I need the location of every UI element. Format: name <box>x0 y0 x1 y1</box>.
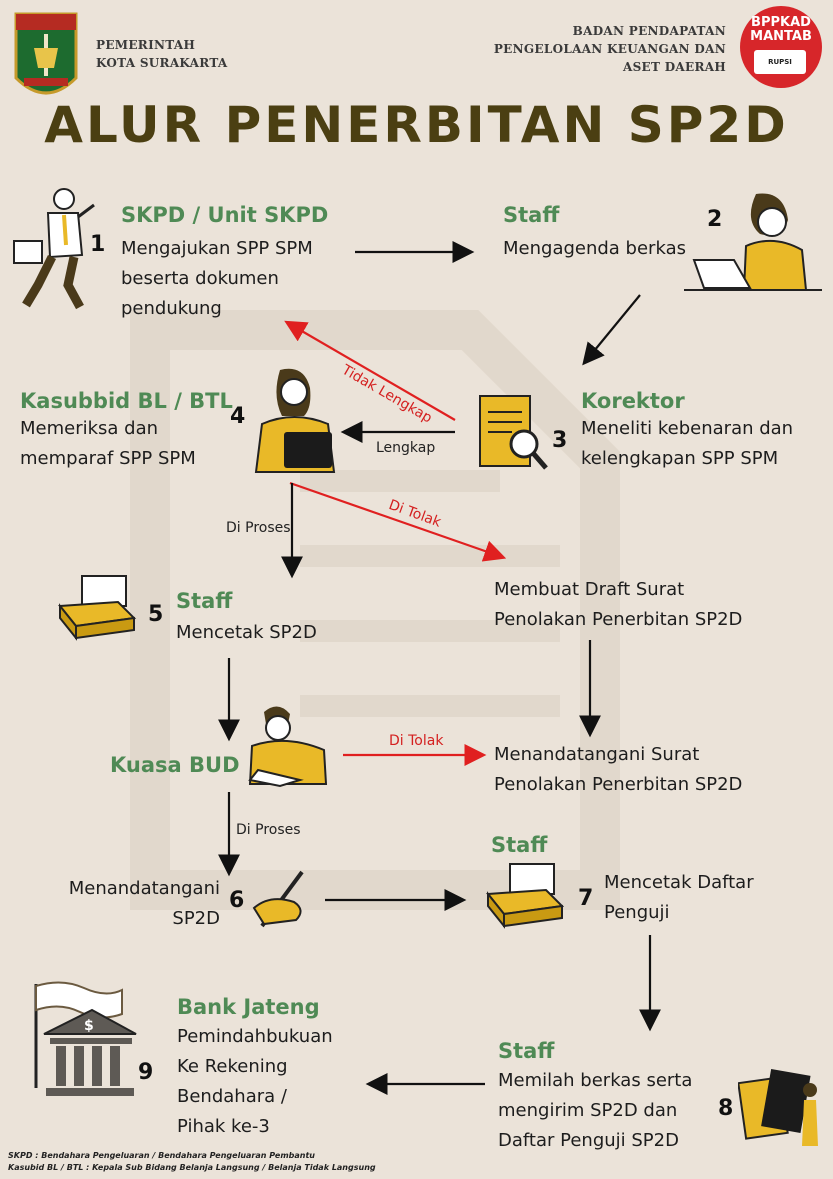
step-9-number: 9 <box>138 1060 154 1085</box>
sign-rejection-line1: Menandatangani Surat <box>494 744 700 765</box>
writing-man-icon <box>248 706 328 788</box>
arrow-tidak-lengkap <box>284 320 456 421</box>
label-lengkap: Lengkap <box>376 440 436 456</box>
gov-name-line1: PEMERINTAH <box>96 38 196 52</box>
step-3-number: 3 <box>552 428 568 453</box>
step-4-number: 4 <box>230 404 246 429</box>
draft-rejection-line2: Penolakan Penerbitan SP2D <box>494 609 743 630</box>
step-4-role: Kasubbid BL / BTL <box>20 389 233 413</box>
step-7-block: Mencetak Daftar Penguji <box>604 868 754 928</box>
signing-hand-icon <box>252 870 304 928</box>
step-2-role: Staff <box>503 203 560 227</box>
svg-text:$: $ <box>84 1018 94 1034</box>
step-6-line1: Menandatangani <box>68 878 220 899</box>
logo-bppkad-text: BPPKAD <box>751 15 811 30</box>
label-di-proses-2: Di Proses <box>236 822 301 838</box>
step-6-block: Menandatangani SP2D <box>40 874 220 934</box>
step-9-line2: Ke Rekening <box>177 1056 288 1077</box>
step-3-line2: kelengkapan SPP SPM <box>581 448 779 469</box>
step-8-block: Staff Memilah berkas serta mengirim SP2D… <box>498 1038 692 1156</box>
step-9-line4: Pihak ke-3 <box>177 1116 270 1137</box>
step-8-role: Staff <box>498 1039 555 1063</box>
agency-name-line1: BADAN PENDAPATAN <box>572 24 726 38</box>
step-5-block: Staff Mencetak SP2D <box>176 588 317 648</box>
draft-rejection-line1: Membuat Draft Surat <box>494 579 685 600</box>
step-3-line1: Meneliti kebenaran dan <box>581 418 794 439</box>
step-2-block: Staff Mengagenda berkas <box>503 202 686 264</box>
step-8-number: 8 <box>718 1096 734 1121</box>
sign-rejection-block: Menandatangani Surat Penolakan Penerbita… <box>494 740 742 800</box>
logo-mantab-text: MANTAB <box>750 29 812 44</box>
step-7-line1: Mencetak Daftar <box>604 872 754 893</box>
step-1-line1: Mengajukan SPP SPM <box>121 238 313 259</box>
bppkad-logo-icon: BPPKAD MANTAB RUPSI <box>740 6 822 88</box>
step-5-role: Staff <box>176 589 233 613</box>
step-1-block: SKPD / Unit SKPD Mengajukan SPP SPM bese… <box>121 202 328 324</box>
step-4-block: Kasubbid BL / BTL Memeriksa dan memparaf… <box>20 388 233 474</box>
step-6-number: 6 <box>229 888 245 913</box>
footnotes: SKPD : Bendahara Pengeluaran / Bendahara… <box>8 1150 376 1174</box>
arrow-2-to-3 <box>582 294 641 366</box>
woman-laptop-icon <box>254 368 336 473</box>
step-5-line1: Mencetak SP2D <box>176 622 317 643</box>
printer-icon <box>58 575 137 641</box>
surakarta-emblem-icon <box>14 12 78 95</box>
label-di-proses-1: Di Proses <box>226 520 291 536</box>
agency-name-line2: PENGELOLAAN KEUANGAN DAN <box>493 42 726 56</box>
draft-rejection-block: Membuat Draft Surat Penolakan Penerbitan… <box>494 575 742 635</box>
step-7-role: Staff <box>491 833 548 857</box>
step-4-line2: memparaf SPP SPM <box>20 448 196 469</box>
step-1-role: SKPD / Unit SKPD <box>121 203 329 227</box>
step-2-number: 2 <box>707 207 723 232</box>
step-8-line2: mengirim SP2D dan <box>498 1100 678 1121</box>
arrow-di-tolak-1 <box>289 481 507 562</box>
step-9-block: Bank Jateng Pemindahbukuan Ke Rekening B… <box>177 994 333 1142</box>
printer-icon <box>486 863 565 929</box>
handover-icon <box>738 1068 818 1146</box>
kuasa-bud-role: Kuasa BUD <box>110 753 240 777</box>
document-magnifier-icon <box>479 395 548 470</box>
laptop-woman-icon <box>684 193 822 291</box>
step-3-role: Korektor <box>581 389 685 413</box>
step-9-line3: Bendahara / <box>177 1086 287 1107</box>
label-di-tolak-2: Di Tolak <box>389 733 444 749</box>
step-8-line3: Daftar Penguji SP2D <box>498 1130 679 1151</box>
step-9-line1: Pemindahbukuan <box>177 1026 333 1047</box>
step-8-line1: Memilah berkas serta <box>498 1070 693 1091</box>
step-3-block: Korektor Meneliti kebenaran dan kelengka… <box>581 388 793 474</box>
businessman-icon <box>13 188 95 310</box>
step-7-number: 7 <box>578 886 594 911</box>
step-5-number: 5 <box>148 602 164 627</box>
step-1-line3: pendukung <box>121 298 222 319</box>
step-1-line2: beserta dokumen <box>121 268 279 289</box>
agency-name-line3: ASET DAERAH <box>622 60 726 74</box>
step-9-role: Bank Jateng <box>177 995 320 1019</box>
step-1-number: 1 <box>90 232 106 257</box>
bank-icon: $ <box>34 981 137 1096</box>
sign-rejection-line2: Penolakan Penerbitan SP2D <box>494 774 743 795</box>
page-title: ALUR PENERBITAN SP2D <box>44 96 789 154</box>
footnote-kasubid: Kasubid BL / BTL : Kepala Sub Bidang Bel… <box>8 1163 376 1172</box>
step-7-line2: Penguji <box>604 902 670 923</box>
step-4-line1: Memeriksa dan <box>20 418 159 439</box>
gov-name-line2: KOTA SURAKARTA <box>96 56 228 70</box>
step-2-line1: Mengagenda berkas <box>503 238 686 259</box>
footnote-skpd: SKPD : Bendahara Pengeluaran / Bendahara… <box>8 1151 315 1160</box>
step-6-line2: SP2D <box>172 908 220 929</box>
logo-korupsi-badge: RUPSI <box>754 50 806 74</box>
